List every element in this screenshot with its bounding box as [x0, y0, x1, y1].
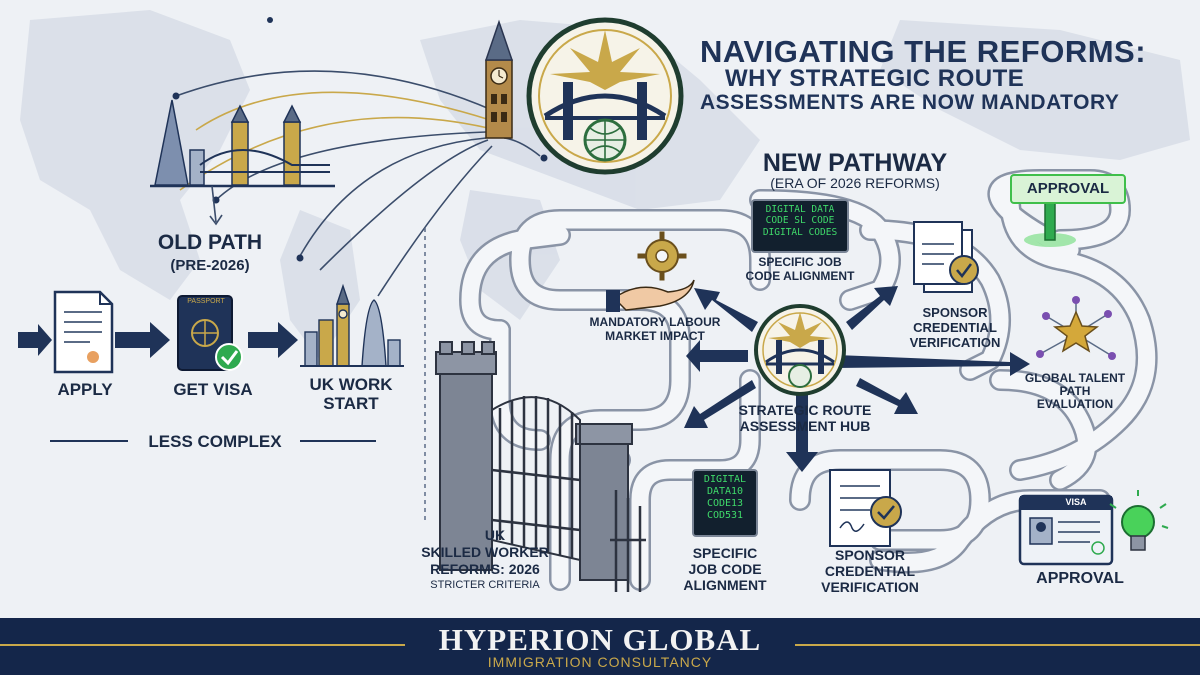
gear-hand-icon: [606, 231, 695, 312]
main-title-line1: NAVIGATING THE REFORMS:: [700, 34, 1147, 69]
new-pathway-subheading: (ERA OF 2026 REFORMS): [770, 175, 940, 191]
code-top-label-line2: CODE ALIGNMENT: [745, 269, 855, 283]
global-talent-label-line2: PATH: [1059, 384, 1091, 398]
route-dots: [172, 17, 548, 262]
sponsor-document-top-icon: [913, 221, 979, 293]
less-complex-note: LESS COMPLEX: [148, 432, 282, 451]
code-bottom-label-line3: ALIGNMENT: [683, 577, 767, 593]
sponsor-top-label-line2: CREDENTIAL: [913, 320, 997, 335]
code-screen-top: [751, 199, 849, 253]
code-top-label-line1: SPECIFIC JOB: [758, 255, 842, 269]
sponsor-bottom-label-line2: CREDENTIAL: [824, 563, 916, 579]
london-skyline-icon: [150, 99, 335, 188]
code-bottom-label-line2: JOB CODE: [688, 561, 762, 577]
brand-name: HYPERION GLOBAL: [438, 622, 762, 657]
visa-card-text: VISA: [1065, 497, 1087, 507]
code-screen-top-text: DIGITAL DATA CODE SL CODE DIGITAL CODES: [762, 204, 838, 238]
visa-card-icon: [1018, 494, 1114, 566]
code-bottom-label-line1: SPECIFIC: [692, 545, 758, 561]
step-uk-work-label-line2: START: [323, 394, 379, 413]
sponsor-top-label-line1: SPONSOR: [922, 305, 988, 320]
global-talent-star-icon: [1036, 296, 1116, 360]
step-get-visa-label: GET VISA: [173, 380, 253, 399]
old-path-subheading: (PRE-2026): [170, 257, 250, 274]
code-screen-bottom: [692, 469, 758, 537]
down-arrow-icon: [209, 185, 223, 226]
footer-bar: [0, 618, 1200, 675]
hub-emblem: [754, 304, 846, 396]
main-title-line2: WHY STRATEGIC ROUTE: [725, 65, 1025, 92]
old-path-flow: [18, 322, 298, 358]
sponsor-bottom-label-line1: SPONSOR: [834, 547, 905, 563]
sponsor-bottom-label-line3: VERIFICATION: [821, 579, 919, 595]
sponsor-top-label-line3: VERIFICATION: [909, 335, 1001, 350]
passport-text: PASSPORT: [187, 298, 225, 305]
labour-label-line2: MARKET IMPACT: [605, 329, 705, 343]
hub-arrows: [684, 286, 1030, 472]
step-apply-label: APPLY: [57, 380, 113, 399]
old-path-heading: OLD PATH: [157, 231, 263, 254]
light-bulb-icon: [1109, 490, 1169, 551]
code-screen-bottom-text: DIGITAL DATA10 CODE13 COD531: [703, 474, 747, 521]
check-badge-icon: [215, 343, 243, 371]
approval-bottom-label: APPROVAL: [1036, 570, 1124, 587]
gate-label-line3: REFORMS: 2026: [430, 561, 540, 577]
hub-label-line1: STRATEGIC ROUTE: [738, 402, 872, 418]
brand-tagline: IMMIGRATION CONSULTANCY: [487, 654, 713, 670]
hub-label-line2: ASSESSMENT HUB: [739, 418, 871, 434]
application-document-icon: [53, 290, 114, 374]
gate-label-line2: SKILLED WORKER: [421, 544, 549, 560]
uk-skyline-icon: [300, 283, 404, 367]
global-talent-label-line3: EVALUATION: [1036, 397, 1114, 411]
step-uk-work-label-line1: UK WORK: [309, 375, 393, 394]
global-talent-label-line1: GLOBAL TALENT: [1024, 371, 1126, 385]
bridge-globe-logo: [526, 17, 684, 175]
new-pathway-heading: NEW PATHWAY: [762, 149, 948, 177]
labour-label-line1: MANDATORY LABOUR: [589, 315, 721, 329]
sponsor-document-bottom-icon: [829, 469, 902, 547]
gate-towers-icon: [435, 341, 646, 592]
big-ben-icon: [484, 19, 514, 139]
approval-top-badge: APPROVAL: [1010, 174, 1126, 204]
gate-label-line4: STRICTER CRITERIA: [430, 579, 540, 591]
main-title-line3: ASSESSMENTS ARE NOW MANDATORY: [700, 91, 1120, 114]
gate-label-line1: UK: [484, 527, 506, 543]
